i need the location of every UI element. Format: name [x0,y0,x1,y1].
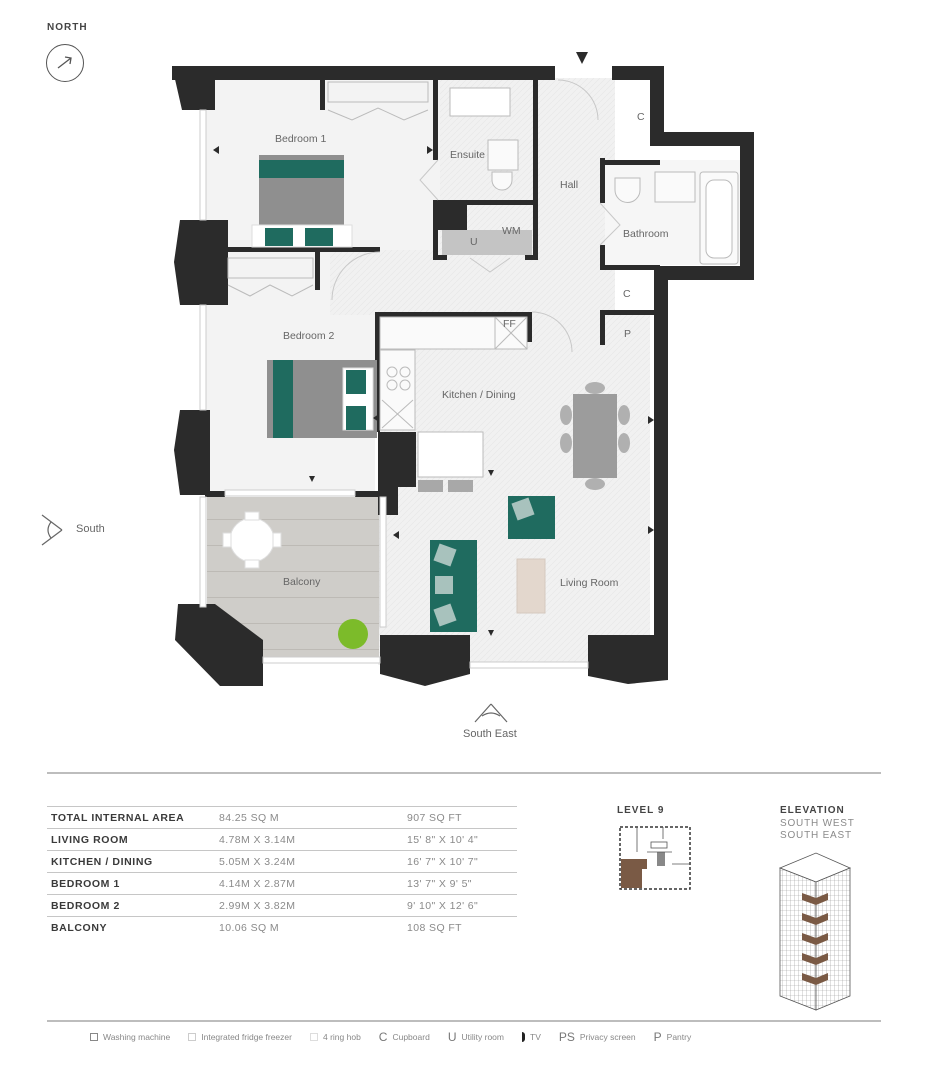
south-east-label: South East [463,728,517,740]
label-balcony: Balcony [283,576,321,588]
label-washing-machine: WM [502,225,521,237]
south-east-view-marker [473,700,509,729]
dining-table [560,382,630,490]
row-name: KITCHEN / DINING [47,850,215,873]
row-imperial: 15' 8" X 10' 4" [403,828,517,851]
label-cupboard-2: C [623,288,631,300]
legend-item: Integrated fridge freezer [188,1032,292,1042]
legend-label: Integrated fridge freezer [201,1032,292,1042]
table-row: BEDROOM 1 4.14M X 2.87M 13' 7" X 9' 5" [47,872,517,895]
living-furniture [430,496,555,632]
table-row: BALCONY 10.06 SQ M 108 SQ FT [47,916,517,938]
legend-label: TV [530,1032,541,1042]
table-row: KITCHEN / DINING 5.05M X 3.24M 16' 7" X … [47,850,517,873]
row-imperial: 907 SQ FT [403,806,517,829]
elevation-title: ELEVATION [780,805,845,816]
label-living-room: Living Room [560,577,619,589]
label-utility: U [470,236,478,248]
bed-2 [267,360,377,438]
legend-label: Cupboard [392,1032,430,1042]
legend-divider [47,1020,881,1022]
legend: Washing machine Integrated fridge freeze… [90,1030,691,1044]
legend-item: Washing machine [90,1032,170,1042]
label-bathroom: Bathroom [623,228,669,240]
bed-1 [251,155,353,248]
legend-label: Washing machine [103,1032,171,1042]
row-name: BEDROOM 1 [47,872,215,895]
row-name: TOTAL INTERNAL AREA [47,806,215,829]
utility-area [442,230,532,255]
south-label: South [76,523,105,535]
view-eye-icon [474,703,508,723]
south-view-marker [40,513,68,552]
north-label: NORTH [47,22,88,33]
label-fridge-freezer: FF [503,318,516,330]
row-metric: 84.25 SQ M [215,806,403,829]
row-imperial: 9' 10" X 12' 6" [403,894,517,917]
label-kitchen-dining: Kitchen / Dining [442,389,516,401]
legend-item: TV [522,1032,541,1042]
elevation-line-1: SOUTH WEST [780,818,855,829]
table-row: BEDROOM 2 2.99M X 3.82M 9' 10" X 12' 6" [47,894,517,917]
label-bedroom-2: Bedroom 2 [283,330,335,342]
tv-icon [522,1032,525,1042]
level-key-plan [619,826,691,890]
door-swings [331,79,621,353]
kitchen-units [379,316,528,492]
legend-item: PS Privacy screen [559,1030,636,1044]
label-hall: Hall [560,179,578,191]
floor-plan: Bedroom 1 Ensuite Hall Bathroom Bedroom … [172,52,754,686]
fridge-freezer-icon [188,1033,197,1041]
pantry-symbol: P [653,1030,662,1044]
north-arrow-icon [46,44,84,82]
table-row: TOTAL INTERNAL AREA 84.25 SQ M 907 SQ FT [47,806,517,829]
row-metric: 5.05M X 3.24M [215,850,403,873]
row-metric: 10.06 SQ M [215,916,403,938]
legend-item: P Pantry [654,1030,692,1044]
legend-label: Utility room [461,1032,504,1042]
utility-symbol: U [447,1030,457,1044]
tv-markers [213,146,654,636]
privacy-screen-symbol: PS [558,1030,575,1044]
walls [172,66,754,686]
row-imperial: 13' 7" X 9' 5" [403,872,517,895]
legend-item: U Utility room [448,1030,504,1044]
legend-item: 4 ring hob [309,1032,361,1042]
unit-highlight [802,893,828,985]
label-cupboard-1: C [637,111,645,123]
washing-machine-icon [90,1033,98,1041]
legend-label: Pantry [666,1032,692,1042]
bathroom-fittings [487,139,739,265]
row-name: LIVING ROOM [47,828,215,851]
balcony-furniture [222,511,368,649]
legend-label: 4 ring hob [322,1032,361,1042]
cupboard-symbol: C [378,1030,388,1044]
label-pantry: P [624,328,631,340]
table-row: LIVING ROOM 4.78M X 3.14M 15' 8" X 10' 4… [47,828,517,851]
row-metric: 4.78M X 3.14M [215,828,403,851]
row-metric: 4.14M X 2.87M [215,872,403,895]
legend-item: C Cupboard [379,1030,430,1044]
row-name: BALCONY [47,916,215,938]
section-divider [47,772,881,774]
entrance-arrow-icon [576,52,588,64]
label-ensuite: Ensuite [450,149,485,161]
row-imperial: 108 SQ FT [403,916,517,938]
row-imperial: 16' 7" X 10' 7" [403,850,517,873]
hob-icon [309,1033,318,1041]
building-elevation [778,852,852,1011]
label-bedroom-1: Bedroom 1 [275,133,327,145]
unit-highlight [621,859,647,888]
area-table: TOTAL INTERNAL AREA 84.25 SQ M 907 SQ FT… [47,806,517,938]
wardrobes [227,81,511,297]
row-metric: 2.99M X 3.82M [215,894,403,917]
windows [199,109,589,669]
level-title: LEVEL 9 [617,805,665,816]
view-eye-icon [41,514,63,546]
legend-label: Privacy screen [579,1032,636,1042]
elevation-line-2: SOUTH EAST [780,830,852,841]
row-name: BEDROOM 2 [47,894,215,917]
